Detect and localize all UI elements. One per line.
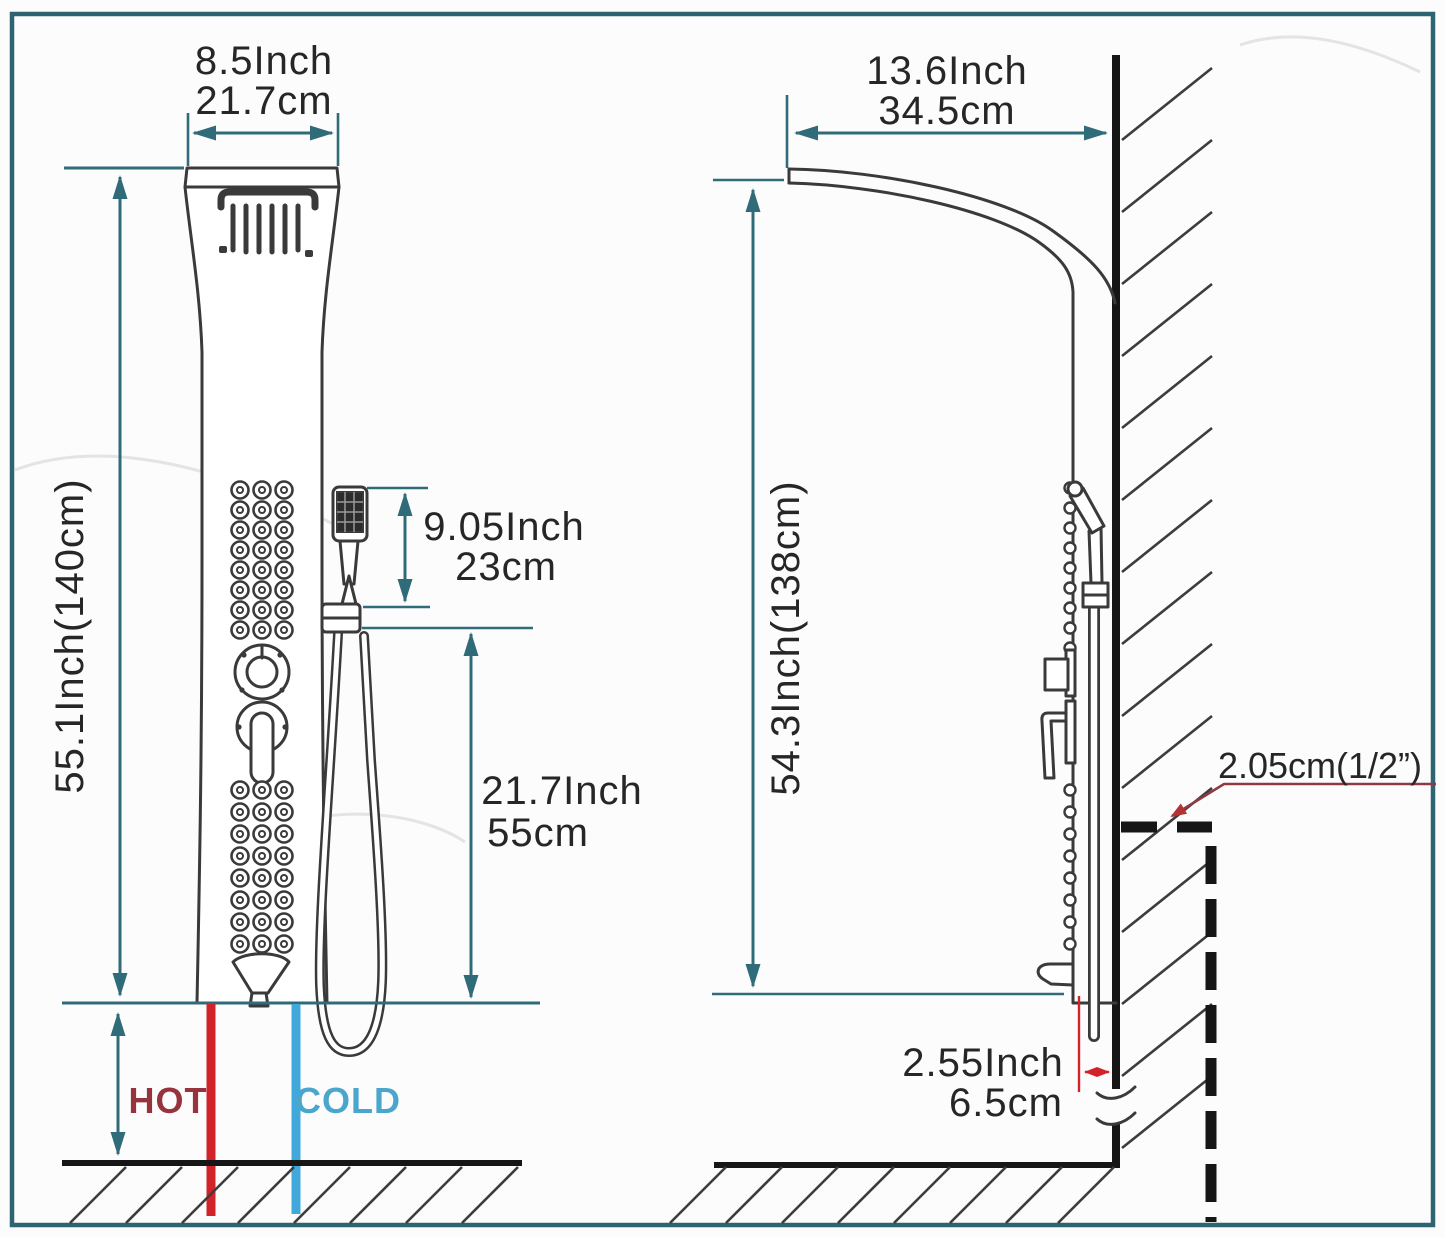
mixer-lever xyxy=(235,700,289,785)
tub-spout-front xyxy=(231,952,291,1008)
wall xyxy=(1095,55,1213,1165)
front-width-extension-lines xyxy=(186,113,340,166)
hand-shower-dimension: 9.05Inch 23cm xyxy=(363,486,584,609)
panel-profile-inner-curve xyxy=(787,181,1118,1005)
side-hand-shower-knob xyxy=(1066,480,1084,498)
wall-break-symbol xyxy=(1095,1085,1137,1126)
front-view: 8.5Inch 21.7cm 55.1Inch(140cm) xyxy=(48,39,642,1224)
side-depth-cm-label: 34.5cm xyxy=(878,89,1015,133)
hand-shower-extension-lines xyxy=(363,486,430,609)
panel-profile-outer-curve xyxy=(787,167,1117,305)
side-floor-hatch xyxy=(669,1166,1115,1224)
front-height-dimension: 55.1Inch(140cm) xyxy=(48,166,184,997)
side-hand-shower-handle xyxy=(1087,525,1104,585)
hose-drop-inch-label: 21.7Inch xyxy=(481,769,642,813)
shower-hose-outline xyxy=(314,629,388,1058)
hand-shower-grid xyxy=(337,492,363,532)
pipe-size-label: 2.05cm(1/2”) xyxy=(1218,745,1422,786)
side-height-label: 54.3Inch(138cm) xyxy=(764,480,808,795)
rain-shower-icon xyxy=(217,188,319,257)
side-depth-dimension: 13.6Inch 34.5cm xyxy=(785,49,1108,168)
wall-hatch xyxy=(1121,66,1213,1150)
hose-drop-dimension: 21.7Inch 55cm xyxy=(362,626,642,999)
hand-shower-front xyxy=(314,485,388,1058)
diverter-dial xyxy=(233,643,291,701)
side-tub-spout xyxy=(1036,962,1075,987)
front-height-label: 55.1Inch(140cm) xyxy=(48,478,92,793)
hand-shower-inch-label: 9.05Inch xyxy=(423,505,584,549)
clearance-inch-label: 2.55Inch xyxy=(902,1041,1063,1085)
front-width-cm-label: 21.7cm xyxy=(195,79,332,123)
clearance-cm-label: 6.5cm xyxy=(949,1081,1063,1125)
front-floor-hatch xyxy=(69,1166,519,1224)
side-view: 13.6Inch 34.5cm 54.3Inch(138cm) xyxy=(669,49,1436,1224)
front-width-inch-label: 8.5Inch xyxy=(195,39,333,83)
shower-hose-inner xyxy=(317,631,385,1055)
supply-pipe-dashed xyxy=(1121,821,1217,1222)
wall-clearance-dimension: 2.55Inch 6.5cm xyxy=(902,996,1110,1125)
hand-shower-cm-label: 23cm xyxy=(455,545,557,589)
hose-drop-cm-label: 55cm xyxy=(487,811,589,855)
side-lever-base xyxy=(1064,699,1077,765)
hot-label: HOT xyxy=(129,1080,208,1121)
side-height-dimension: 54.3Inch(138cm) xyxy=(712,178,1064,996)
side-depth-inch-label: 13.6Inch xyxy=(866,49,1027,93)
shower-panel-side xyxy=(787,167,1118,1005)
hand-shower-side xyxy=(1066,480,1110,1042)
shower-panel-front xyxy=(183,166,341,1008)
side-diverter-knob xyxy=(1043,657,1070,692)
pipe-leader-line xyxy=(1170,782,1436,818)
supply-lines: HOT COLD xyxy=(129,1004,401,1216)
side-jet-bumps-upper xyxy=(1063,481,1077,655)
front-floor xyxy=(62,1160,522,1224)
cold-label: COLD xyxy=(295,1080,401,1121)
border-frame xyxy=(9,11,1436,1228)
pipe-size-callout: 2.05cm(1/2”) xyxy=(1170,745,1436,818)
side-floor xyxy=(669,1162,1120,1224)
side-mixer-lever xyxy=(1040,711,1068,780)
front-width-dimension: 8.5Inch 21.7cm xyxy=(186,39,340,166)
